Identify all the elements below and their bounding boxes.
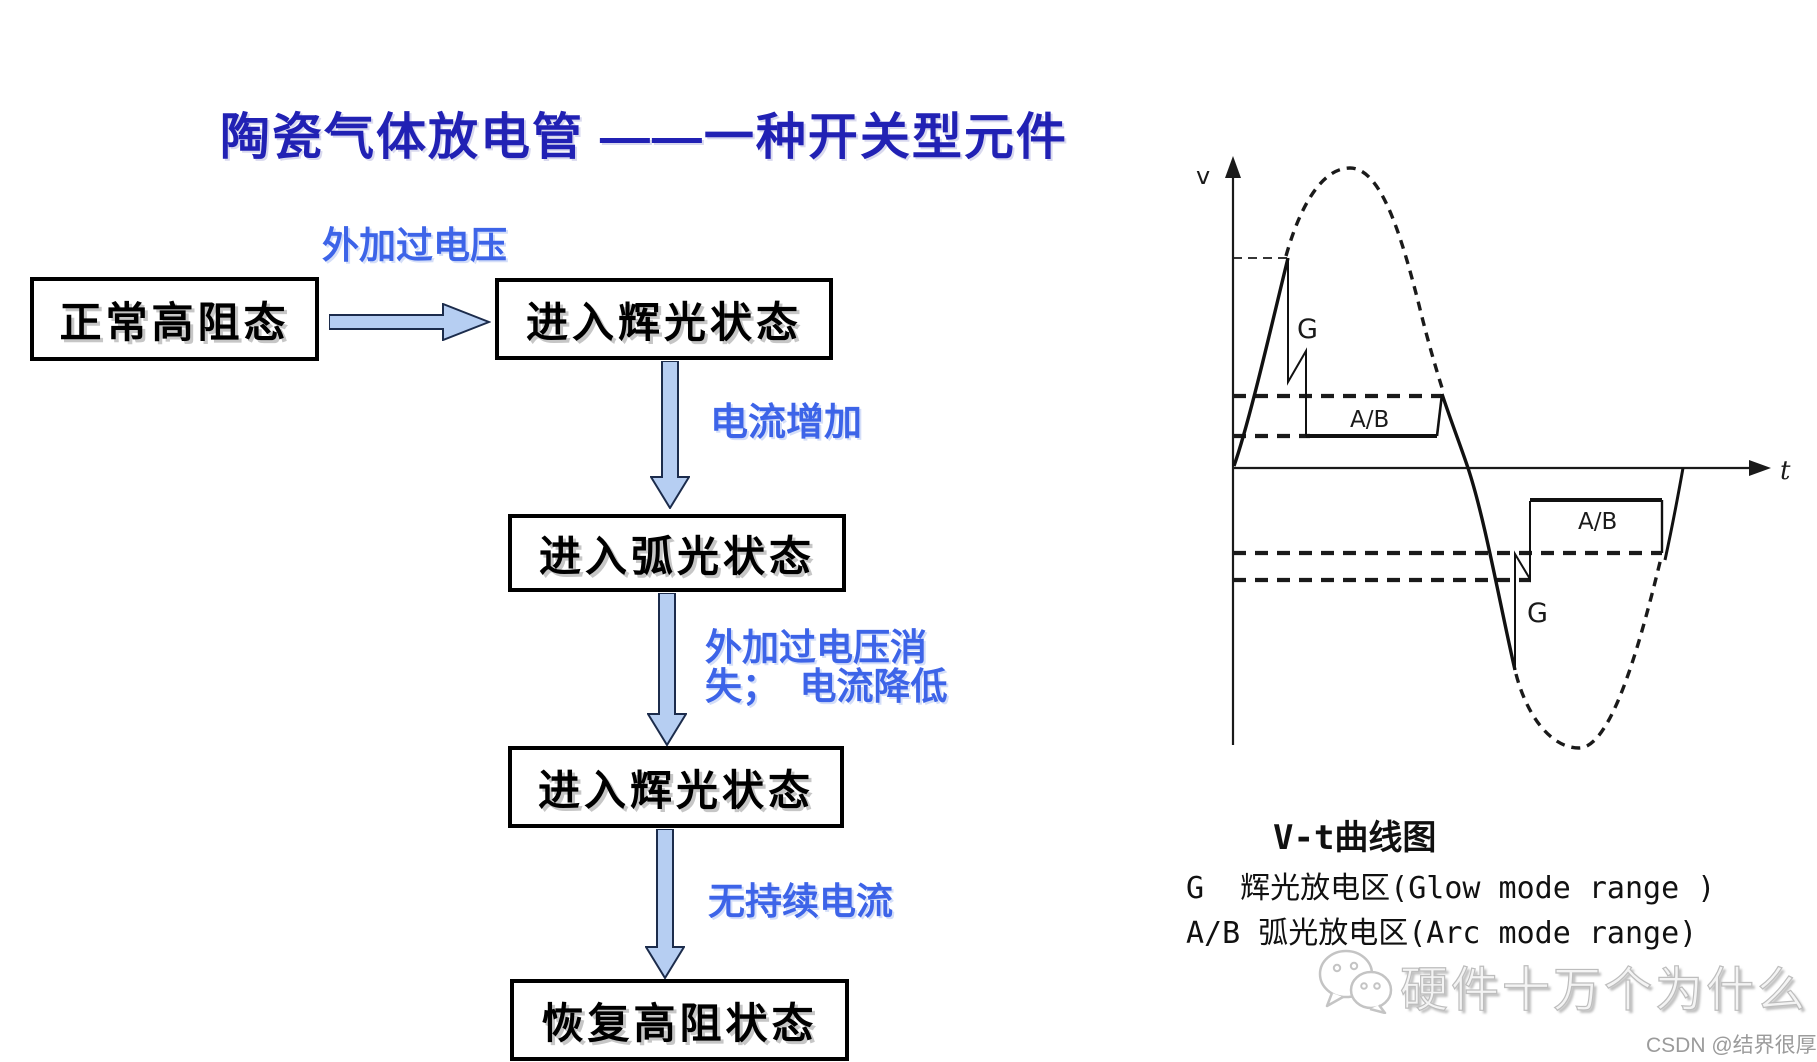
v-axis-arrow-icon (1225, 156, 1241, 178)
flow-box-label: 进入弧光状态 (538, 532, 815, 580)
edge-label-line2: 失； 电流降低 (705, 666, 948, 707)
flow-box-normal-high-resistance: 正常高阻态 (30, 277, 319, 361)
edge-label-current-increase: 电流增加 (710, 402, 863, 444)
down-arrow-icon (650, 361, 690, 509)
edge-label-line1: 外加过电压消 (705, 627, 927, 668)
arc-region-label-pos: A/B (1350, 407, 1389, 433)
voltage-fall-negative (1440, 393, 1517, 671)
graph-caption: V-t曲线图 (1273, 818, 1437, 858)
source-sine-dashed-positive (1284, 166, 1445, 392)
flow-box-glow-state-2: 进入辉光状态 (508, 746, 844, 828)
vt-curve-graph: v t G A/B A/B G (1196, 156, 1791, 750)
arc-end-spike-positive (1435, 393, 1444, 437)
flow-box-label: 恢复高阻状态 (541, 999, 818, 1047)
down-arrow-icon (645, 829, 685, 979)
legend-arc: A/B 弧光放电区(Arc mode range) (1186, 916, 1698, 951)
glow-region-label-neg: G (1527, 598, 1548, 629)
source-sine-dashed-negative (1514, 557, 1663, 750)
glow-drop-positive (1287, 258, 1307, 436)
edge-label-overvoltage-gone: 外加过电压消 失； 电流降低 (705, 628, 948, 706)
page-title: 陶瓷气体放电管 ——一种开关型元件 (220, 109, 1068, 165)
right-arrow-icon (329, 303, 491, 341)
flow-box-restore-high-resistance: 恢复高阻状态 (510, 979, 849, 1061)
flow-box-arc-state: 进入弧光状态 (508, 514, 846, 592)
v-axis-label: v (1196, 162, 1210, 190)
flow-box-label: 正常高阻态 (59, 298, 290, 346)
voltage-rise-positive (1232, 257, 1290, 467)
flow-box-glow-state-1: 进入辉光状态 (495, 278, 833, 360)
voltage-recover-negative (1663, 467, 1685, 561)
watermark-text: 硬件十万个为什么 (1399, 963, 1809, 1017)
t-axis-arrow-icon (1749, 460, 1771, 476)
down-arrow-icon (647, 593, 687, 746)
glow-region-label-pos: G (1297, 314, 1318, 345)
edge-label-overvoltage: 外加过电压 (322, 225, 507, 266)
flow-box-label: 进入辉光状态 (537, 766, 814, 814)
wechat-icon (1318, 949, 1393, 1014)
legend-glow: G 辉光放电区(Glow mode range ) (1186, 871, 1716, 906)
t-axis-label: t (1780, 456, 1791, 486)
credit-text: CSDN @结界很厚 (1646, 1034, 1817, 1057)
edge-label-no-current: 无持续电流 (708, 881, 893, 922)
flow-box-label: 进入辉光状态 (525, 298, 802, 346)
glow-drop-negative (1514, 501, 1531, 670)
arc-region-label-neg: A/B (1578, 509, 1617, 535)
